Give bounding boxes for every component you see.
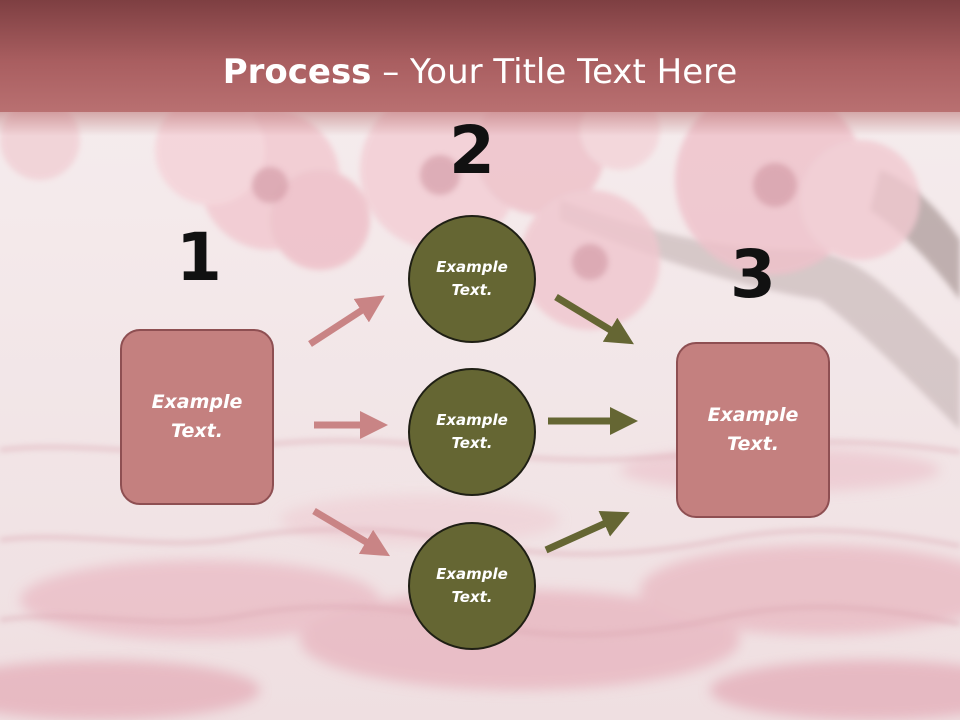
step2-circle-bottom-text: Example Text.	[436, 565, 508, 606]
step1-box-text: Example Text.	[151, 391, 243, 442]
step2-circle-middle-text: Example Text.	[436, 411, 508, 452]
title-bar-fade	[0, 112, 960, 136]
step2-circle-top-text: Example Text.	[436, 258, 508, 299]
step3-box-text: Example Text.	[707, 404, 799, 455]
step-number-1: 1	[176, 219, 222, 296]
title-bar	[0, 0, 960, 112]
slide-title: Process – Your Title Text Here	[0, 52, 960, 92]
step2-circle-top: Example Text.	[408, 215, 536, 343]
slide-title-bold: Process	[222, 52, 372, 92]
step1-box: Example Text.	[120, 329, 274, 505]
step-number-2: 2	[449, 112, 495, 189]
step3-box: Example Text.	[676, 342, 830, 518]
step-number-3: 3	[730, 236, 776, 313]
slide-title-rest: – Your Title Text Here	[371, 52, 738, 92]
arrow-box1-to-circle-bottom	[312, 507, 391, 557]
arrow-box1-to-circle-top	[308, 295, 385, 347]
arrow-circle-bottom-to-box3	[544, 510, 630, 554]
step2-circle-bottom: Example Text.	[408, 522, 536, 650]
arrow-circle-top-to-box3	[554, 294, 634, 345]
step2-circle-middle: Example Text.	[408, 368, 536, 496]
